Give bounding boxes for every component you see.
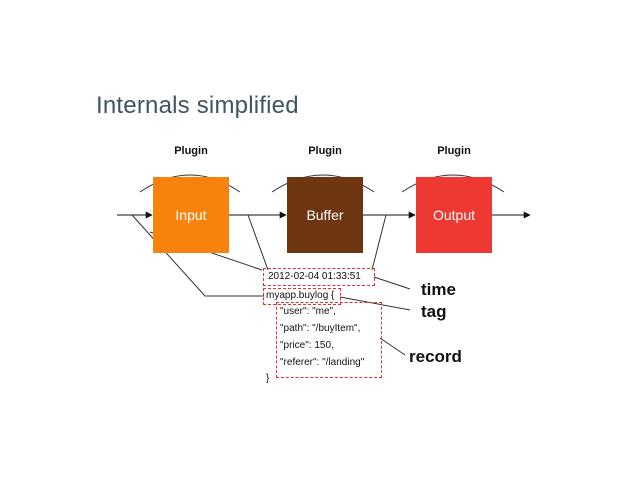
output-label: Output (432, 207, 476, 223)
tag-highlight (263, 288, 341, 305)
leader-time (373, 276, 411, 290)
plugin-label-input: Plugin (174, 145, 208, 157)
record-line: "referer": "/landing" (280, 357, 365, 368)
callout-record: record (409, 347, 462, 366)
connector-event-b (247, 214, 269, 271)
event-tag-line: myapp.buylog { (266, 290, 335, 301)
event-time: 2012-02-04 01:33:51 (268, 271, 361, 282)
input-box: Input (153, 177, 229, 253)
plugin-arc-input (139, 174, 241, 193)
slide-title: Internals simplified (96, 92, 299, 119)
plugin-arc-buffer (271, 174, 375, 193)
plugin-arc-output (401, 174, 505, 193)
plugin-label-buffer: Plugin (308, 145, 342, 157)
time-highlight (263, 268, 375, 286)
record-highlight (276, 302, 382, 378)
record-line: "price": 150, (280, 340, 334, 351)
connector-event-c (371, 214, 387, 271)
record-line: "user": "me", (280, 306, 336, 317)
leader-tag (339, 296, 411, 311)
input-label: Input (175, 207, 207, 223)
event-close-brace: } (266, 373, 270, 384)
plugin-label-output: Plugin (437, 145, 471, 157)
output-box: Output (416, 177, 492, 253)
buffer-box: Buffer (287, 177, 363, 253)
leader-record (379, 337, 406, 356)
callout-time: time (421, 280, 456, 299)
record-line: "path": "/buyItem", (280, 323, 361, 334)
buffer-label: Buffer (306, 207, 344, 223)
callout-tag: tag (421, 302, 447, 321)
